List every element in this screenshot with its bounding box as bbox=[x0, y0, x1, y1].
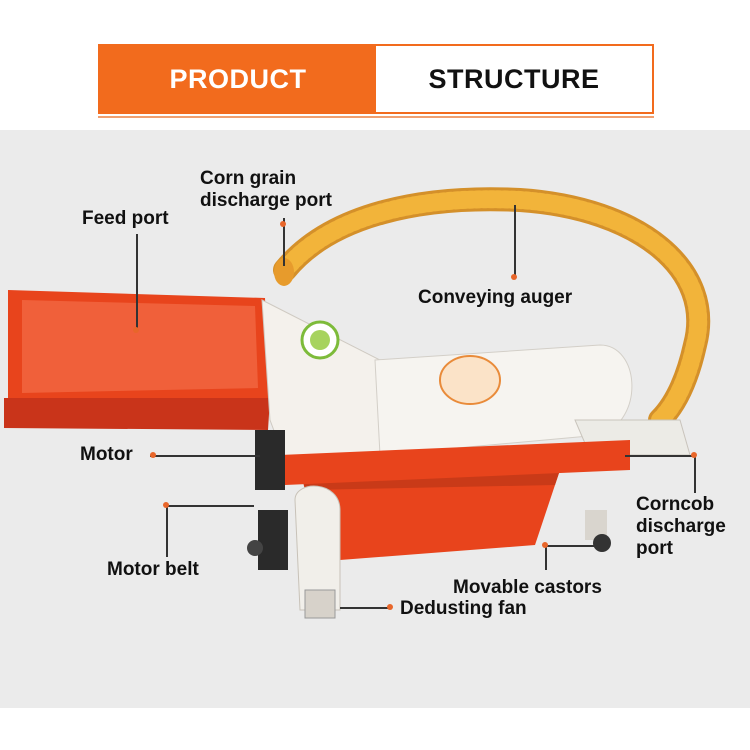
leader-corncob-h bbox=[625, 455, 695, 457]
marker-corn-grain bbox=[280, 221, 286, 227]
marker-feed-port bbox=[133, 327, 139, 333]
castor-wheel bbox=[593, 534, 611, 552]
leader-castors-v bbox=[545, 545, 547, 570]
base-frame bbox=[280, 440, 630, 485]
title-banner-left: PRODUCT bbox=[100, 46, 376, 112]
fan-housing bbox=[294, 485, 341, 611]
label-motor: Motor bbox=[80, 444, 133, 465]
title-banner-right: STRUCTURE bbox=[376, 46, 652, 112]
title-structure: STRUCTURE bbox=[428, 63, 600, 94]
grain-outlet bbox=[274, 258, 294, 286]
leader-conveying-auger bbox=[514, 205, 516, 277]
mascot-sticker bbox=[439, 355, 501, 405]
label-corn-grain-line2: discharge port bbox=[200, 190, 332, 211]
motor bbox=[255, 430, 285, 490]
leader-feed-port bbox=[136, 234, 138, 330]
leader-corn-grain bbox=[283, 218, 285, 266]
marker-conveying-auger bbox=[511, 274, 517, 280]
leader-motor bbox=[150, 455, 260, 457]
label-corn-grain-discharge-port: Corn grain discharge port bbox=[200, 168, 332, 212]
marker-castors bbox=[542, 542, 548, 548]
label-dedusting-fan: Dedusting fan bbox=[400, 598, 527, 619]
belt-pulley bbox=[247, 540, 263, 556]
label-corncob-line1: Corncob bbox=[636, 494, 715, 515]
label-corncob-discharge-port: Corncob discharge port bbox=[636, 494, 726, 560]
marker-dedusting-fan bbox=[387, 604, 393, 610]
title-banner: PRODUCT STRUCTURE bbox=[98, 44, 654, 114]
marker-motor bbox=[150, 452, 156, 458]
label-corn-grain-line1: Corn grain bbox=[200, 168, 297, 189]
lower-hopper bbox=[300, 470, 560, 560]
leader-motor-belt-h bbox=[166, 505, 254, 507]
label-conveying-auger: Conveying auger bbox=[418, 287, 573, 308]
belt-housing bbox=[258, 510, 288, 570]
leader-motor-belt-v bbox=[166, 505, 168, 557]
feed-tray-lip bbox=[4, 398, 270, 430]
auger-hose bbox=[276, 190, 708, 429]
label-movable-castors: Movable castors bbox=[453, 577, 602, 598]
title-product: PRODUCT bbox=[169, 63, 307, 94]
label-corncob-line3: port bbox=[636, 538, 673, 559]
leader-dedusting-fan bbox=[340, 607, 392, 609]
leader-corncob-v bbox=[694, 455, 696, 493]
marker-motor-belt bbox=[163, 502, 169, 508]
fan-outlet bbox=[304, 589, 336, 619]
marker-corncob bbox=[691, 452, 697, 458]
brand-badge-inner bbox=[310, 330, 330, 350]
banner-underline bbox=[98, 116, 654, 118]
label-corncob-line2: discharge bbox=[636, 516, 726, 537]
label-motor-belt: Motor belt bbox=[107, 559, 199, 580]
feed-tray-inner bbox=[22, 300, 258, 393]
leader-castors-h bbox=[545, 545, 595, 547]
label-feed-port: Feed port bbox=[82, 208, 169, 229]
castor-bracket bbox=[585, 510, 607, 540]
